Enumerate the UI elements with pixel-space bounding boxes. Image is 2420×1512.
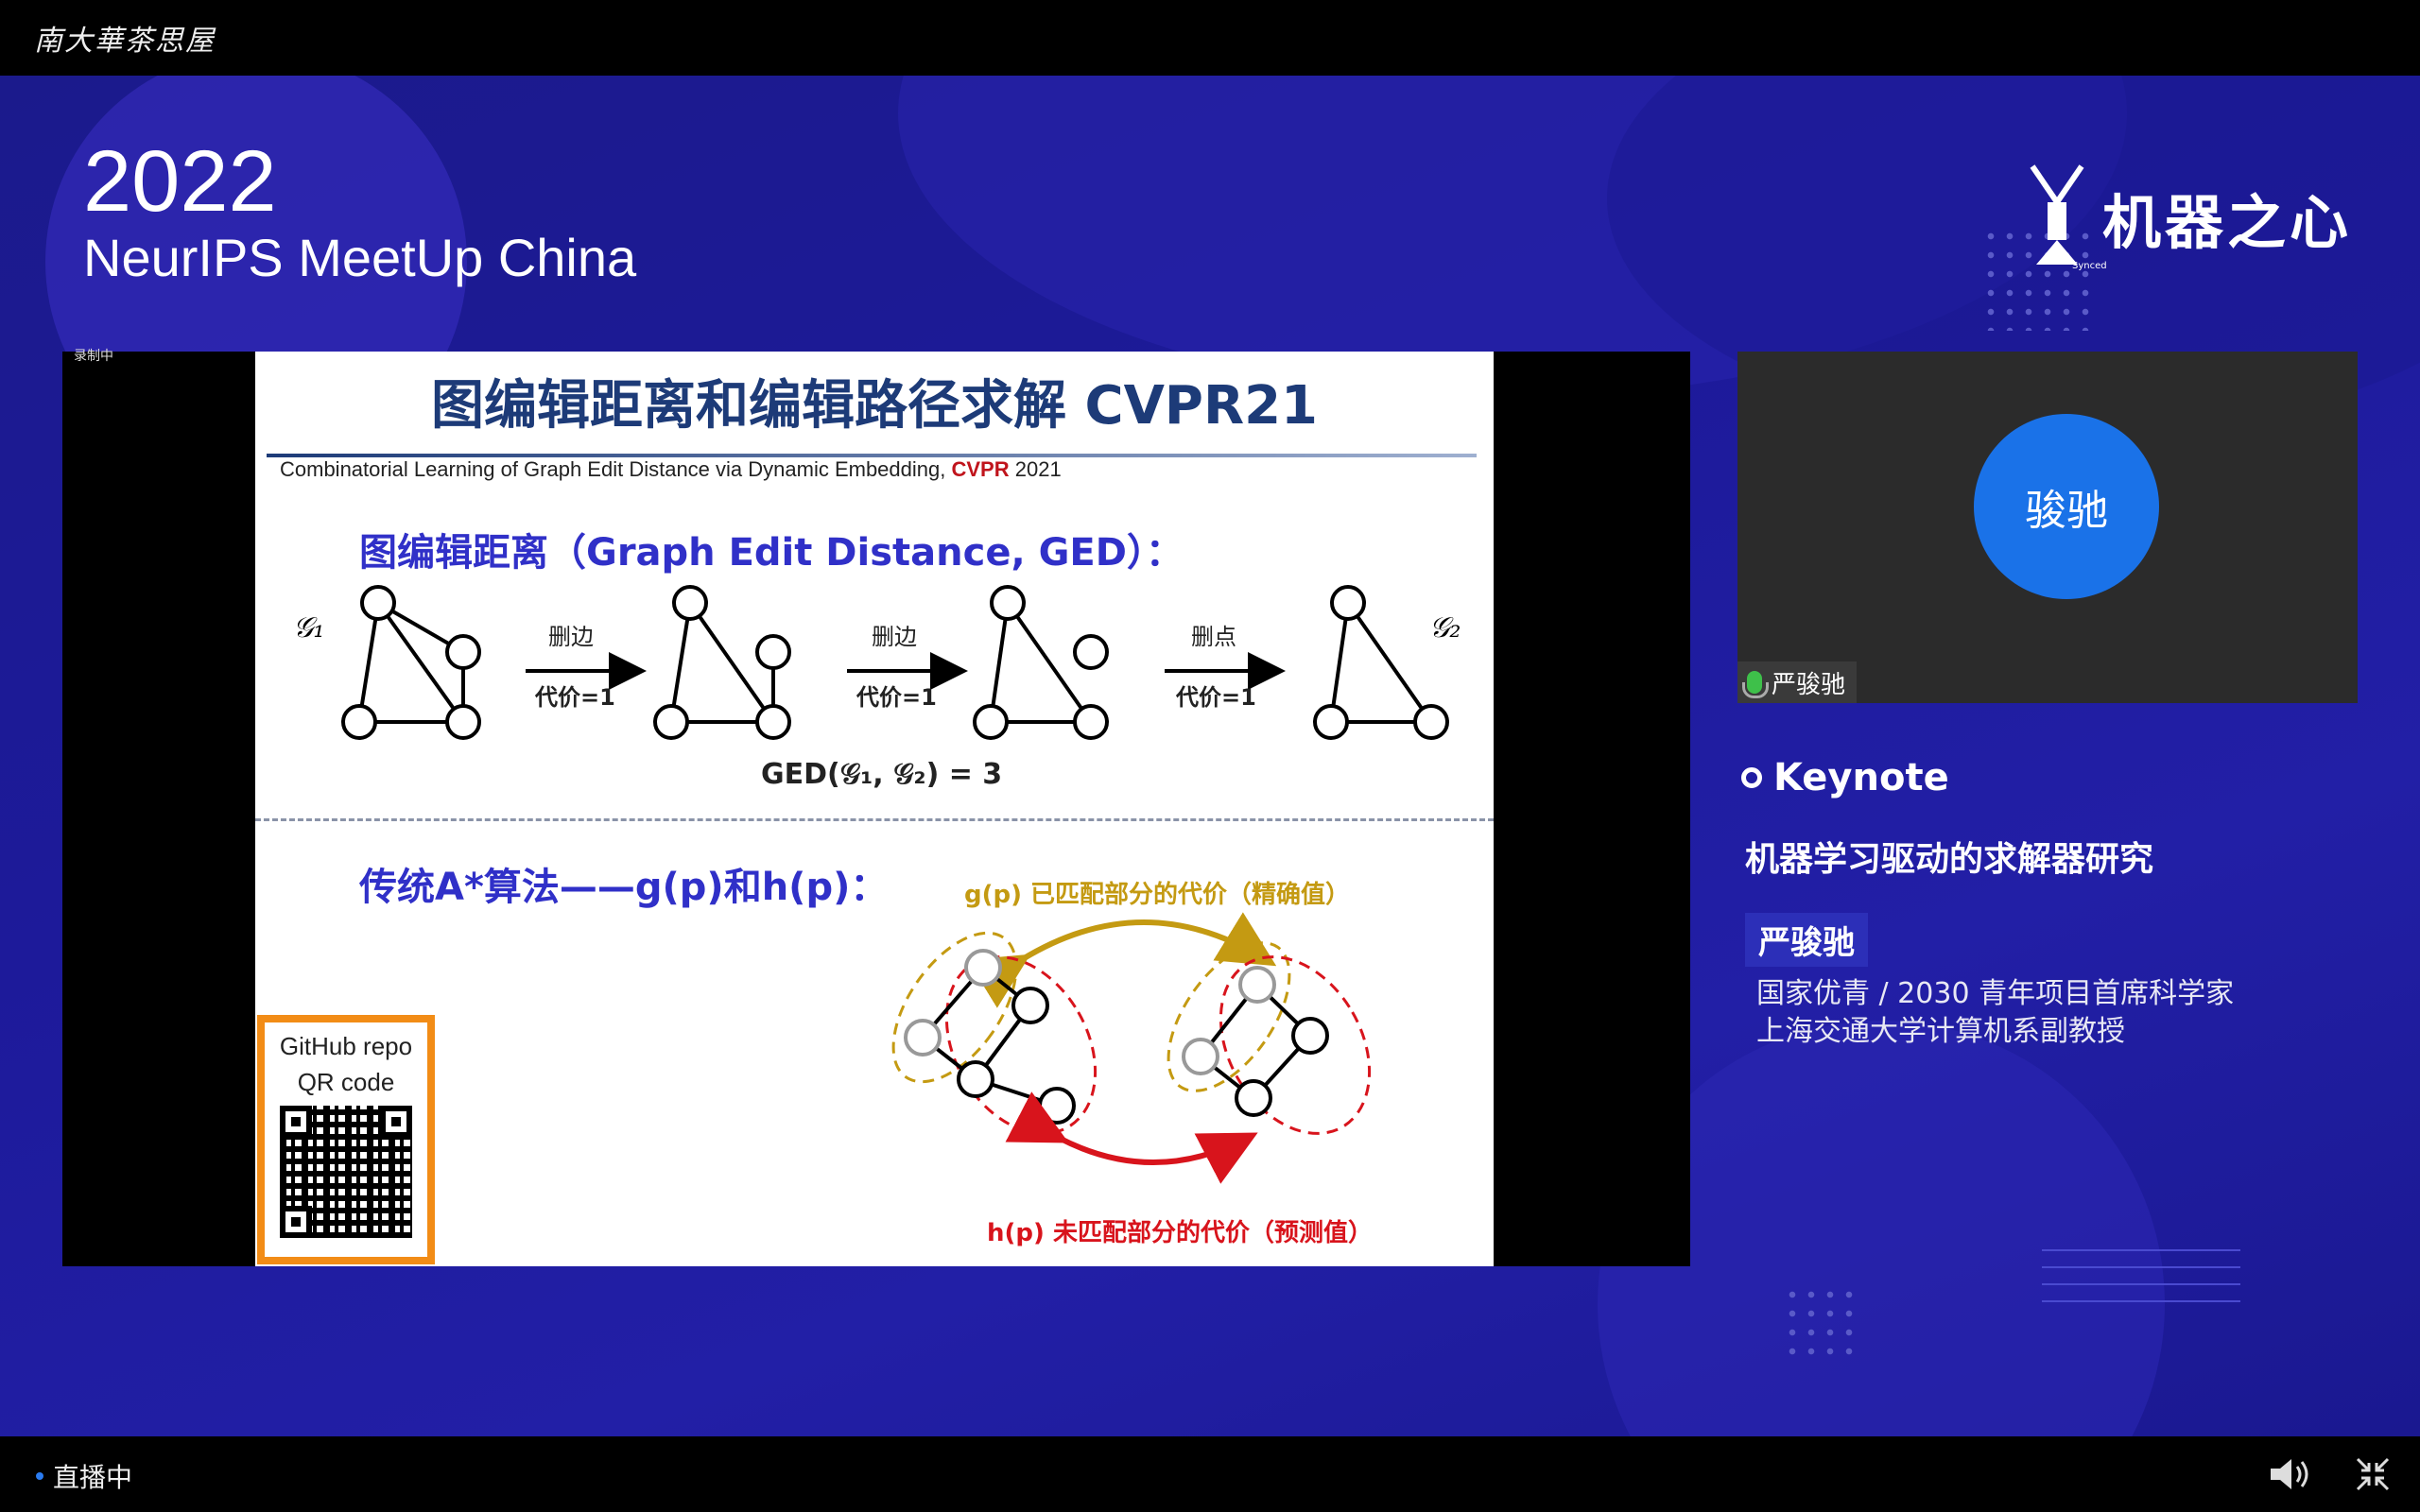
- astar-heading: 传统A*算法——g(p)和h(p)：: [359, 866, 889, 909]
- op-1-label: 删边: [548, 624, 594, 650]
- ring-icon: [1741, 767, 1762, 788]
- qr-code[interactable]: [280, 1106, 412, 1238]
- op-3-label: 删点: [1191, 624, 1236, 650]
- op-2-cost: 代价=1: [856, 684, 937, 711]
- player-control-bar: 直播中: [0, 1436, 2420, 1512]
- graph-1: [341, 585, 481, 740]
- decor-dots: [1783, 1285, 1862, 1365]
- volume-icon[interactable]: [2269, 1455, 2312, 1493]
- op-2-label: 删边: [872, 624, 917, 650]
- keynote-text: Keynote: [1773, 756, 1949, 799]
- camera-speaker-name: 严骏驰: [1772, 670, 1846, 699]
- affiliation-line-2: 上海交通大学计算机系副教授: [1756, 1015, 2125, 1048]
- exit-fullscreen-icon[interactable]: [2354, 1455, 2392, 1493]
- microphone-icon: [1742, 671, 1769, 698]
- github-line-2: QR code: [297, 1068, 395, 1096]
- graph-2: [653, 585, 791, 740]
- synced-icon: Synced: [2023, 161, 2107, 274]
- channel-logo: 南大華茶思屋: [34, 25, 216, 58]
- decor-lines: [2042, 1249, 2240, 1302]
- reference-year: 2021: [1014, 457, 1062, 481]
- hp-caption: h(p) 未匹配部分的代价（预测值）: [987, 1219, 1373, 1247]
- presentation-slide: 图编辑距离和编辑路径求解 CVPR21 Combinatorial Learni…: [255, 352, 1494, 1266]
- keynote-label: Keynote: [1741, 756, 1949, 799]
- camera-name-tag: 严骏驰: [1737, 662, 1858, 703]
- ged-heading: 图编辑距离（Graph Edit Distance, GED）：: [359, 531, 1184, 575]
- brand-logo: Synced 机器之心: [2023, 161, 2352, 274]
- github-qr-box[interactable]: GitHub repo QR code: [257, 1015, 435, 1264]
- graph-4: [1313, 585, 1449, 740]
- slide-title: 图编辑距离和编辑路径求解 CVPR21: [430, 375, 1319, 437]
- affiliation-line-1: 国家优青 / 2030 青年项目首席科学家: [1756, 977, 2235, 1010]
- ged-equation: GED(𝒢₁, 𝒢₂) = 3: [761, 758, 1003, 791]
- speaker-name: 严骏驰: [1745, 913, 1868, 967]
- talk-title: 机器学习驱动的求解器研究: [1745, 840, 2154, 879]
- gp-caption: g(p) 已匹配部分的代价（精确值）: [964, 881, 1351, 909]
- g2-label: 𝒢₂: [1429, 611, 1461, 644]
- brand-sub: Synced: [2072, 261, 2107, 271]
- event-name: NeurIPS MeetUp China: [83, 228, 637, 287]
- reference-text: Combinatorial Learning of Graph Edit Dis…: [280, 457, 946, 481]
- live-dot-icon: [36, 1472, 43, 1480]
- ged-diagram: 𝒢₁ 𝒢₂: [293, 585, 1461, 740]
- live-indicator: 直播中: [36, 1457, 132, 1495]
- speaker-affiliation: 国家优青 / 2030 青年项目首席科学家 上海交通大学计算机系副教授: [1756, 975, 2234, 1051]
- speaker-camera-tile[interactable]: 骏驰 严骏驰: [1737, 352, 2358, 703]
- brand-name: 机器之心: [2102, 188, 2353, 257]
- live-label: 直播中: [53, 1462, 133, 1493]
- reference-venue: CVPR: [951, 457, 1010, 481]
- record-chip: 录制中: [74, 349, 113, 364]
- decor-dots: [1981, 227, 2099, 331]
- github-line-1: GitHub repo: [279, 1032, 413, 1060]
- avatar: 骏驰: [1974, 414, 2159, 599]
- graph-3: [973, 585, 1109, 740]
- slide-rule: [267, 454, 1477, 457]
- top-bar: 南大華茶思屋: [0, 0, 2420, 76]
- section-divider: [255, 818, 1494, 821]
- astar-diagram: [891, 912, 1372, 1184]
- g1-label: 𝒢₁: [293, 611, 324, 644]
- slide-reference: Combinatorial Learning of Graph Edit Dis…: [280, 457, 1062, 482]
- op-1-cost: 代价=1: [535, 684, 615, 711]
- event-year: 2022: [83, 133, 277, 230]
- op-3-cost: 代价=1: [1176, 684, 1256, 711]
